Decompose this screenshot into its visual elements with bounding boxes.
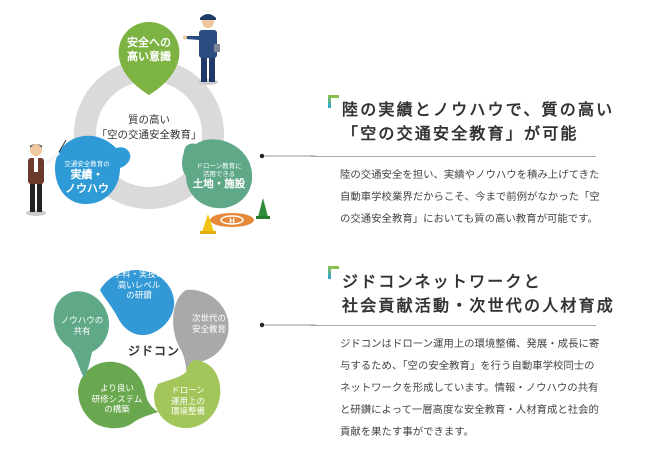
bubble-blue-shape	[100, 270, 175, 336]
bubble-training-line2: 研修システム	[91, 394, 143, 405]
jidokon-logo: ジドコン	[128, 344, 181, 358]
svg-text:H: H	[229, 217, 235, 225]
top-bubble-line1: 安全への	[127, 36, 171, 49]
right-bubble-large: 土地・施設	[192, 178, 246, 191]
bubble-training-line1: より良い	[100, 384, 134, 394]
section2-divider	[310, 325, 596, 326]
bubble-research-line2: 高いレベル	[117, 280, 161, 291]
police-officer-icon	[183, 14, 220, 85]
heading-accent-2	[328, 266, 339, 279]
bubble-environment-line1: ドローン	[171, 386, 205, 396]
right-bubble-label: ドローン教育に 活用できる 土地・施設	[188, 162, 250, 191]
bubble-grey-shape	[173, 289, 229, 384]
instructor-icon	[26, 139, 67, 216]
left-bubble-label: 交通安全教育の 実績・ ノウハウ	[54, 160, 120, 196]
section1-heading-line1: 陸の実績とノウハウで、質の高い	[342, 100, 615, 119]
center-line2: 「空の交通安全教育」	[96, 129, 202, 141]
right-bubble-small1: ドローン教育に	[196, 162, 242, 170]
bubble-research-line3: の研鑽	[126, 291, 152, 302]
bubble-knowhow-line1: ノウハウの	[60, 316, 104, 326]
section2-body: ジドコンはドローン運用上の環境整備、発展・成長に寄与するため、「空の安全教育」を…	[340, 338, 600, 438]
bubble-environment-line3: 環境整備	[170, 407, 205, 418]
bubble-green-shape	[78, 361, 158, 429]
left-bubble-large1: 実績・	[70, 168, 104, 182]
bubble-environment-label: ドローン 運用上の 環境整備	[158, 386, 218, 418]
bubble-research-line1: 学科・実技の	[113, 270, 165, 280]
bubble-lightgreen-shape	[154, 360, 221, 428]
bubble-training-label: より良い 研修システム の構築	[84, 384, 150, 416]
top-bubble-label: 安全への 高い意識	[120, 36, 178, 64]
bubble-research-label: 学科・実技の 高いレベル の研鑽	[106, 270, 172, 302]
bubble-environment-line2: 運用上の	[170, 396, 205, 407]
cone-yellow-icon	[202, 214, 214, 232]
section1-body: 陸の交通安全を担い、実績やノウハウを積み上げてきた自動車学校業界だからこそ、今ま…	[340, 169, 600, 225]
cycle-center-label: 質の高い 「空の交通安全教育」	[96, 113, 202, 143]
section1-heading-line2: 「空の交通安全教育」が可能	[342, 124, 579, 143]
section2-heading: ジドコンネットワークと 社会貢献活動・次世代の人材育成	[342, 270, 615, 318]
cone-green-icon	[258, 198, 268, 217]
bubble-next-gen-label: 次世代の 安全教育	[186, 314, 232, 335]
helipad-icon	[210, 213, 254, 227]
left-bubble-large2: ノウハウ	[65, 181, 109, 195]
bubble-knowhow-line2: 共有	[73, 326, 91, 337]
bubble-training-line3: の構築	[104, 405, 130, 416]
section2-heading-line2: 社会貢献活動・次世代の人材育成	[342, 296, 616, 315]
heading-accent-1	[328, 95, 339, 108]
section2-heading-line1: ジドコンネットワークと	[342, 272, 542, 291]
section1-heading: 陸の実績とノウハウで、質の高い 「空の交通安全教育」が可能	[342, 98, 614, 146]
right-bubble-shape	[182, 139, 253, 209]
bubble-knowhow-label: ノウハウの 共有	[56, 316, 108, 337]
right-bubble-small2: 活用できる	[202, 170, 236, 179]
top-bubble-shape	[118, 22, 180, 95]
top-bubble-line2: 高い意識	[127, 49, 171, 63]
network-cycle	[53, 270, 229, 429]
section1-divider	[310, 156, 596, 157]
center-line1: 質の高い	[128, 114, 170, 126]
bubble-next-gen-line1: 次世代の	[191, 314, 226, 324]
left-bubble-small: 交通安全教育の	[64, 160, 110, 168]
bubble-next-gen-line2: 安全教育	[191, 324, 226, 335]
left-bubble-shape	[54, 135, 131, 204]
bubble-seagreen-shape	[53, 291, 110, 378]
